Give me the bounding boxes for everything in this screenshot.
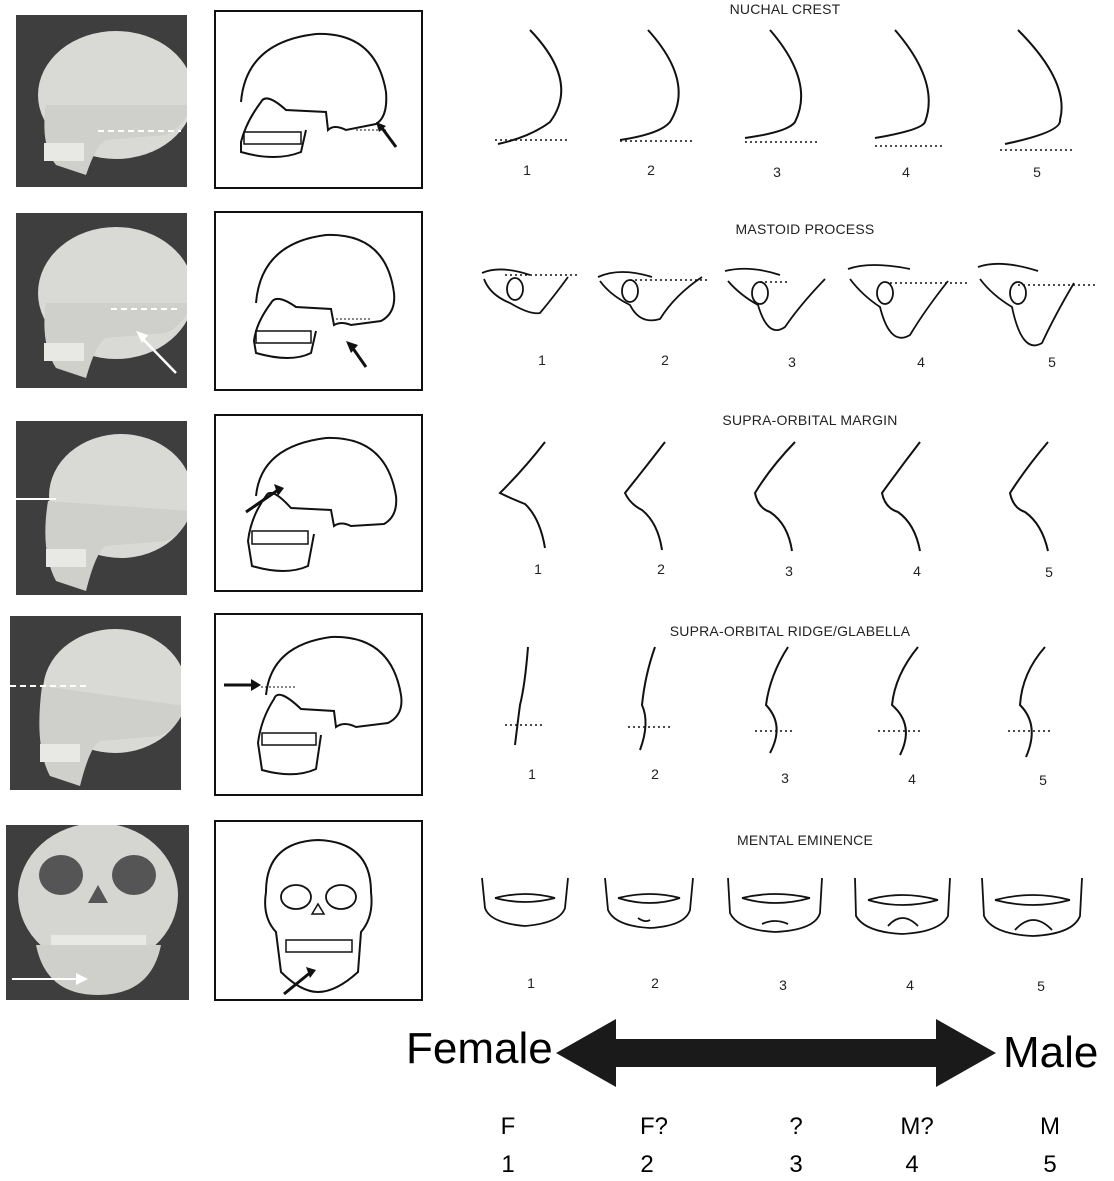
skull-lateral-image (10, 616, 181, 790)
score-label: 1 (517, 162, 537, 178)
skull-frontal-image (6, 825, 189, 1000)
score-label: 4 (902, 771, 922, 787)
skull-lateral-image (16, 421, 187, 595)
skull-photo-supraorbital-margin (16, 421, 187, 595)
score-label: 1 (521, 975, 541, 991)
scale-letter: M? (887, 1113, 947, 1141)
scale-number: 1 (478, 1151, 538, 1179)
male-label: Male (1003, 1028, 1098, 1078)
score-label: 3 (782, 354, 802, 370)
score-label: 4 (900, 977, 920, 993)
score-label: 2 (645, 975, 665, 991)
row-title-supraorbital-margin: SUPRA-ORBITAL MARGIN (690, 412, 930, 428)
skull-lateral-image (16, 213, 187, 388)
skull-outline-drawing (216, 213, 421, 389)
supraorbital-margin-curve-set (470, 438, 1110, 553)
score-label: 5 (1039, 564, 1059, 580)
skull-drawing-supraorbital-margin (214, 414, 423, 592)
score-label: 3 (775, 770, 795, 786)
scale-number: 3 (766, 1151, 826, 1179)
score-label: 1 (528, 561, 548, 577)
score-label: 2 (655, 352, 675, 368)
score-label: 5 (1031, 978, 1051, 994)
row-title-mental-eminence: MENTAL EMINENCE (710, 832, 900, 848)
score-label: 5 (1033, 772, 1053, 788)
row-title-nuchal-crest: NUCHAL CREST (700, 1, 870, 17)
scale-letter: M (1020, 1113, 1080, 1141)
skull-drawing-mastoid (214, 211, 423, 391)
skull-drawing-nuchal (214, 10, 423, 189)
row-title-mastoid-process: MASTOID PROCESS (700, 221, 910, 237)
score-curves-nuchal (470, 22, 1110, 182)
female-label: Female (406, 1024, 553, 1074)
scale-number: 4 (882, 1151, 942, 1179)
score-label: 4 (907, 563, 927, 579)
score-curves-supraorbital-margin (470, 438, 1110, 553)
row-title-glabella: SUPRA-ORBITAL RIDGE/GLABELLA (630, 623, 950, 639)
score-label: 2 (645, 766, 665, 782)
skull-photo-mental-eminence (6, 825, 189, 1000)
nuchal-curve-set (470, 22, 1110, 182)
score-label: 3 (767, 164, 787, 180)
double-headed-arrow-icon (556, 1017, 996, 1089)
mastoid-curve-set (470, 255, 1110, 355)
scale-letter: F? (624, 1113, 684, 1141)
skull-outline-drawing (216, 416, 421, 590)
score-label: 2 (651, 561, 671, 577)
score-label: 2 (641, 162, 661, 178)
score-label: 1 (532, 352, 552, 368)
score-label: 4 (911, 354, 931, 370)
score-curves-glabella (470, 645, 1110, 765)
score-label: 5 (1027, 164, 1047, 180)
skull-frontal-drawing (216, 822, 421, 999)
score-label: 3 (773, 977, 793, 993)
scale-letter: F (478, 1113, 538, 1141)
score-curves-mastoid (470, 255, 1110, 355)
score-curves-mental-eminence (470, 868, 1110, 948)
skull-photo-glabella (10, 616, 181, 790)
score-label: 4 (896, 164, 916, 180)
skull-drawing-glabella (214, 613, 423, 796)
skull-photo-mastoid (16, 213, 187, 388)
score-label: 1 (522, 766, 542, 782)
skull-lateral-image (16, 15, 187, 187)
mental-eminence-curve-set (470, 868, 1110, 948)
scale-number: 2 (617, 1151, 677, 1179)
score-label: 5 (1042, 354, 1062, 370)
skull-drawing-mental-eminence (214, 820, 423, 1001)
scale-letter: ? (766, 1113, 826, 1141)
glabella-curve-set (470, 645, 1110, 765)
score-label: 3 (779, 563, 799, 579)
skull-outline-drawing (216, 12, 421, 187)
skull-outline-drawing (216, 615, 421, 794)
scale-number: 5 (1020, 1151, 1080, 1179)
skull-photo-nuchal (16, 15, 187, 187)
